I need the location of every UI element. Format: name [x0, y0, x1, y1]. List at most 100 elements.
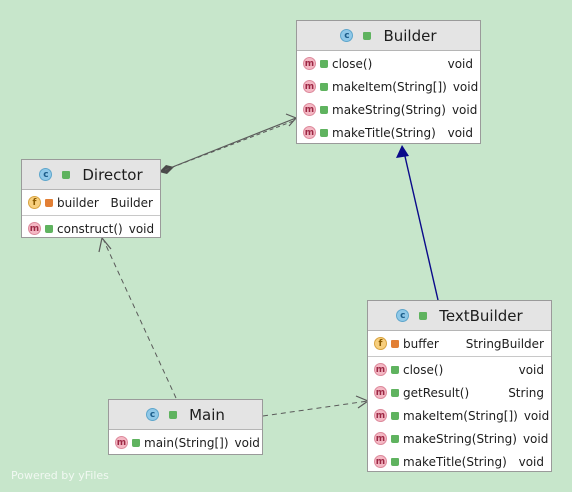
method-type: void	[128, 221, 155, 236]
public-lock-icon	[320, 82, 328, 91]
main-class-name: Main	[189, 405, 225, 424]
method-name: close()	[332, 56, 373, 71]
method-row[interactable]: m makeTitle(String) void	[368, 450, 551, 473]
field-row[interactable]: f builder Builder	[22, 191, 160, 214]
field-name: builder	[57, 195, 99, 210]
public-lock-icon	[320, 105, 328, 114]
method-row[interactable]: m getResult() String	[368, 381, 551, 404]
dependency-arrowhead-director	[98, 236, 112, 253]
method-type: void	[447, 125, 473, 140]
public-lock-icon	[391, 411, 399, 420]
method-type: void	[518, 454, 544, 469]
field-row[interactable]: f buffer StringBuilder	[368, 332, 551, 355]
method-row[interactable]: m close() void	[297, 52, 480, 75]
method-name: getResult()	[403, 385, 470, 400]
director-methods: m construct() void	[22, 216, 160, 241]
public-lock-icon	[391, 457, 399, 466]
public-lock-icon	[391, 434, 399, 443]
method-icon: m	[28, 222, 41, 235]
main-class-node[interactable]: c Main m main(String[]) void	[108, 399, 263, 455]
method-icon: m	[303, 57, 316, 70]
method-row[interactable]: m close() void	[368, 358, 551, 381]
method-name: makeString(String)	[332, 102, 446, 117]
method-name: makeItem(String[])	[403, 408, 518, 423]
public-lock-icon	[320, 59, 328, 68]
method-type: void	[451, 102, 478, 117]
method-name: makeString(String)	[403, 431, 517, 446]
inheritance-edge-textbuilder-builder	[403, 151, 439, 301]
class-icon: c	[340, 29, 354, 42]
method-type: void	[452, 79, 479, 94]
private-lock-icon	[391, 339, 399, 348]
public-lock-icon	[320, 128, 328, 137]
public-lock-icon	[363, 31, 372, 40]
method-icon: m	[374, 432, 387, 445]
director-fields: f builder Builder	[22, 190, 160, 216]
method-row[interactable]: m makeTitle(String) void	[297, 121, 480, 144]
class-icon: c	[146, 408, 160, 421]
method-name: makeTitle(String)	[332, 125, 436, 140]
method-icon: m	[374, 455, 387, 468]
method-name: construct()	[57, 221, 123, 236]
main-class-header: c Main	[109, 400, 262, 430]
method-type: void	[447, 56, 473, 71]
method-type: void	[522, 431, 549, 446]
method-row[interactable]: m makeItem(String[]) void	[297, 75, 480, 98]
method-type: String	[508, 385, 544, 400]
builder-methods: m close() void m makeItem(String[]) void…	[297, 51, 480, 145]
class-icon: c	[39, 168, 53, 181]
private-lock-icon	[45, 198, 53, 207]
class-icon: c	[396, 309, 410, 322]
textbuilder-fields: f buffer StringBuilder	[368, 331, 551, 357]
method-icon: m	[374, 363, 387, 376]
public-lock-icon	[132, 438, 140, 447]
field-icon: f	[374, 337, 387, 350]
method-name: close()	[403, 362, 444, 377]
method-type: void	[523, 408, 550, 423]
inheritance-arrowhead	[396, 145, 409, 158]
method-name: main(String[])	[144, 435, 229, 450]
aggregation-edge-director-builder	[169, 117, 297, 169]
dependency-edge-director-builder	[164, 119, 297, 171]
textbuilder-class-header: c TextBuilder	[368, 301, 551, 331]
method-name: makeItem(String[])	[332, 79, 447, 94]
method-name: makeTitle(String)	[403, 454, 507, 469]
field-type: StringBuilder	[465, 336, 544, 351]
director-class-header: c Director	[22, 160, 160, 190]
method-type: void	[234, 435, 260, 450]
public-lock-icon	[62, 170, 71, 179]
method-icon: m	[115, 436, 128, 449]
director-class-name: Director	[82, 165, 143, 184]
dependency-edge-main-director	[103, 240, 177, 399]
public-lock-icon	[45, 224, 53, 233]
method-row[interactable]: m main(String[]) void	[109, 431, 262, 454]
public-lock-icon	[391, 365, 399, 374]
builder-class-name: Builder	[383, 26, 437, 45]
method-icon: m	[303, 80, 316, 93]
field-icon: f	[28, 196, 41, 209]
dependency-edge-main-textbuilder	[262, 400, 369, 417]
textbuilder-class-name: TextBuilder	[439, 306, 523, 325]
textbuilder-methods: m close() void m getResult() String m ma…	[368, 357, 551, 474]
method-row[interactable]: m construct() void	[22, 217, 160, 240]
field-type: Builder	[110, 195, 153, 210]
method-row[interactable]: m makeString(String) void	[368, 427, 551, 450]
method-icon: m	[303, 126, 316, 139]
method-row[interactable]: m makeItem(String[]) void	[368, 404, 551, 427]
builder-class-node[interactable]: c Builder m close() void m makeItem(Stri…	[296, 20, 481, 144]
method-icon: m	[303, 103, 316, 116]
method-icon: m	[374, 409, 387, 422]
builder-class-header: c Builder	[297, 21, 480, 51]
field-name: buffer	[403, 336, 439, 351]
public-lock-icon	[169, 410, 178, 419]
method-icon: m	[374, 386, 387, 399]
director-class-node[interactable]: c Director f builder Builder m construct…	[21, 159, 161, 238]
public-lock-icon	[419, 311, 428, 320]
method-row[interactable]: m makeString(String) void	[297, 98, 480, 121]
method-type: void	[518, 362, 544, 377]
watermark: Powered by yFiles	[11, 469, 109, 482]
public-lock-icon	[391, 388, 399, 397]
textbuilder-class-node[interactable]: c TextBuilder f buffer StringBuilder m c…	[367, 300, 552, 472]
main-methods: m main(String[]) void	[109, 430, 262, 455]
